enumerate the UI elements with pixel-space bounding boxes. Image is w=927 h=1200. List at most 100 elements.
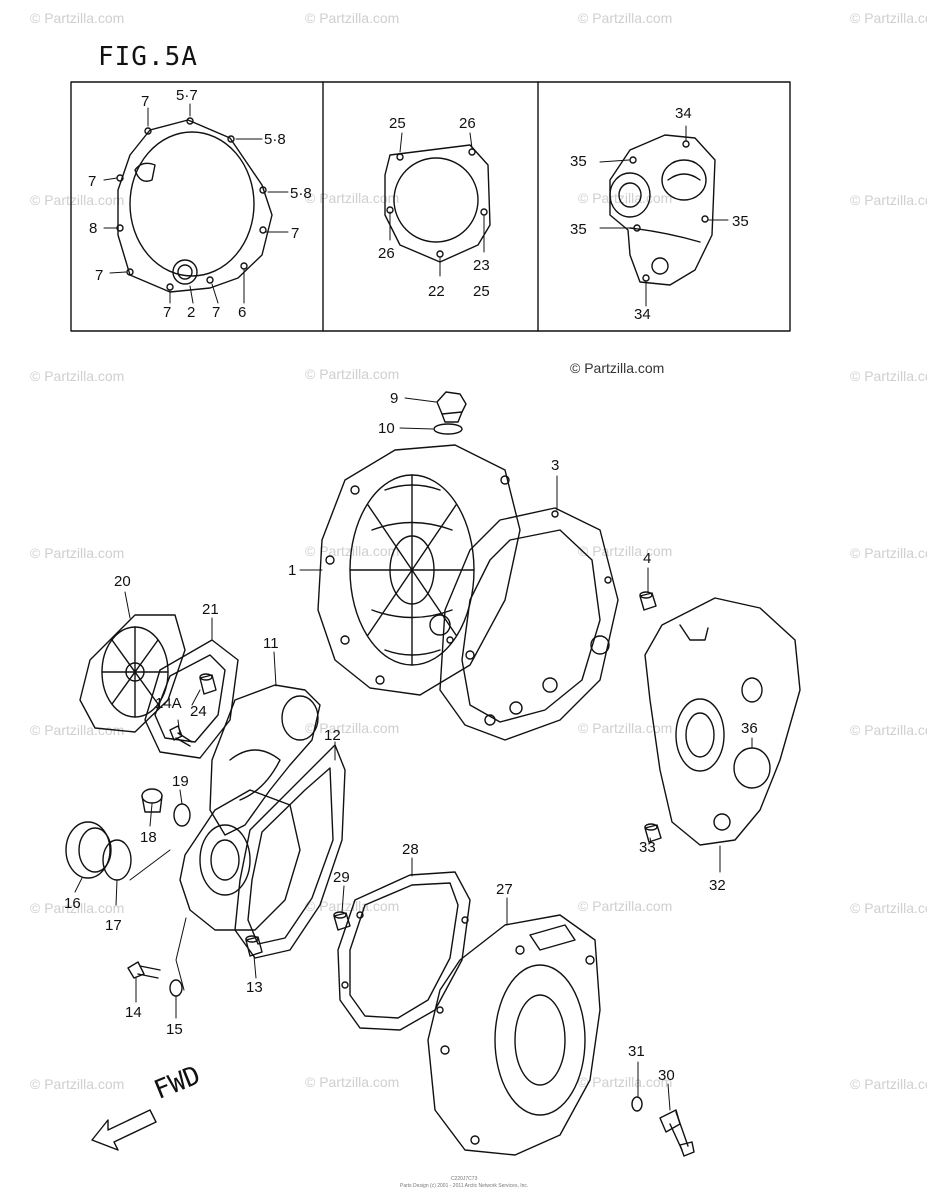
pump-cover-gasket — [144, 639, 239, 759]
watermark: © Partzilla.com — [30, 545, 125, 561]
washer — [169, 979, 183, 997]
watermark: © Partzilla.com — [30, 722, 125, 738]
callout-label: 11 — [263, 635, 279, 652]
callout-label: 9 — [390, 390, 398, 407]
side-cover — [644, 597, 801, 846]
watermark: © Partzilla.com — [850, 10, 927, 26]
watermark: © Partzilla.com — [30, 192, 125, 208]
callout-label: 29 — [333, 869, 350, 886]
dowel-pin — [245, 935, 263, 957]
watermark: © Partzilla.com — [850, 900, 927, 916]
copyright-label: © Partzilla.com — [570, 360, 665, 376]
callout-label: 7 — [212, 304, 220, 321]
bolt — [127, 961, 161, 979]
watermark: © Partzilla.com — [305, 366, 400, 382]
callout-label: 4 — [643, 550, 651, 567]
watermark: © Partzilla.com — [305, 190, 400, 206]
dowel-pin — [333, 911, 351, 931]
callout-label: 7 — [291, 225, 299, 242]
callout-label: 35 — [570, 221, 587, 238]
callout-label: 1 — [288, 562, 296, 579]
callout-label: 22 — [428, 283, 445, 300]
clutch-cover — [317, 444, 521, 696]
watermark: © Partzilla.com — [850, 192, 927, 208]
watermark: © Partzilla.com — [850, 368, 927, 384]
callout-label: 17 — [105, 917, 122, 934]
watermark: © Partzilla.com — [30, 1076, 125, 1092]
oil-seal — [65, 821, 112, 879]
callout-label: 16 — [64, 895, 81, 912]
o-ring — [433, 423, 463, 435]
callout-label: 24 — [190, 703, 207, 720]
callout-label: 26 — [459, 115, 476, 132]
callout-label: 25 — [473, 283, 490, 300]
watermark: © Partzilla.com — [578, 720, 673, 736]
watermark: © Partzilla.com — [578, 10, 673, 26]
callout-label: 35 — [570, 153, 587, 170]
callout-label: 18 — [140, 829, 157, 846]
callout-label: 7 — [163, 304, 171, 321]
callout-label: 32 — [709, 877, 726, 894]
watermark: © Partzilla.com — [850, 1076, 927, 1092]
footer-credit: Parts Design (c) 2001 - 2011 Arctic Netw… — [400, 1183, 529, 1189]
watermark: © Partzilla.com — [30, 368, 125, 384]
callout-label: 5·8 — [290, 185, 312, 202]
washer — [173, 803, 191, 827]
washer — [631, 1096, 643, 1112]
callout-label: 23 — [473, 257, 490, 274]
pump-cover — [79, 614, 186, 733]
figure-title: FIG.5A — [98, 42, 198, 72]
watermark: © Partzilla.com — [30, 10, 125, 26]
generator-cover — [209, 684, 321, 836]
callout-label: 19 — [172, 773, 189, 790]
forward-arrow-icon — [91, 1109, 157, 1151]
callout-label: 25 — [389, 115, 406, 132]
dowel-pin — [644, 823, 662, 843]
callout-label: 27 — [496, 881, 513, 898]
callout-label: 8 — [89, 220, 97, 237]
callout-label: 5·7 — [176, 87, 198, 104]
callout-label: 12 — [324, 727, 341, 744]
footer: C220J7C73 Parts Design (c) 2001 - 2011 A… — [400, 1176, 528, 1190]
callout-label: 34 — [675, 105, 692, 122]
generator-cover-bolt-layout — [384, 144, 491, 263]
callout-label: 30 — [658, 1067, 675, 1084]
watermark: © Partzilla.com — [578, 898, 673, 914]
leader-lines — [74, 103, 753, 1111]
callout-label: 5·8 — [264, 131, 286, 148]
watermark: © Partzilla.com — [305, 898, 400, 914]
side-cover-cap — [733, 747, 771, 789]
generator-cover-gasket — [234, 744, 346, 959]
callout-label: 33 — [639, 839, 656, 856]
callout-label: 31 — [628, 1043, 645, 1060]
watermark: © Partzilla.com — [850, 545, 927, 561]
o-ring — [102, 839, 132, 881]
callout-label: 2 — [187, 304, 195, 321]
callout-label: 15 — [166, 1021, 183, 1038]
bolt — [659, 1109, 695, 1157]
callout-label: 14A — [155, 695, 182, 712]
watermark: © Partzilla.com — [850, 722, 927, 738]
dowel-pin — [639, 591, 657, 611]
callout-label: 36 — [741, 720, 758, 737]
callout-label: 7 — [88, 173, 96, 190]
footer-code: C220J7C73 — [450, 1176, 478, 1182]
watermark: © Partzilla.com — [305, 720, 400, 736]
clutch-cover-bolt-layout — [116, 117, 273, 293]
callout-label: 6 — [238, 304, 246, 321]
bolt — [169, 725, 193, 747]
callout-label: 20 — [114, 573, 131, 590]
callout-label: 3 — [551, 457, 559, 474]
watermark: © Partzilla.com — [305, 1074, 400, 1090]
watermark: © Partzilla.com — [30, 900, 125, 916]
callout-label: 34 — [634, 306, 651, 323]
clutch-cover-gasket — [439, 507, 619, 741]
watermark: © Partzilla.com — [305, 543, 400, 559]
generator-cover — [427, 914, 601, 1156]
callout-label: 35 — [732, 213, 749, 230]
callout-label: 21 — [202, 601, 219, 618]
callout-label: 14 — [125, 1004, 142, 1021]
plug — [141, 788, 163, 813]
